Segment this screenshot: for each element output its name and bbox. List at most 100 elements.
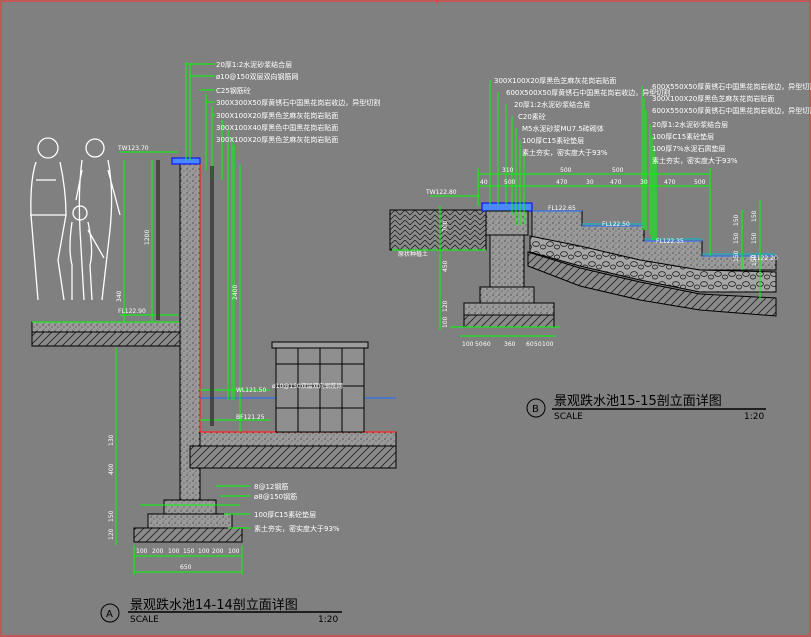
people-silhouette-icon <box>30 137 121 301</box>
pool-subbase <box>189 445 397 469</box>
pavement-layer-left <box>31 321 181 333</box>
label-b-left-1: 300X100X20厚黑色芝麻灰花岗岩贴面 <box>494 76 616 85</box>
dim-a-v-7: 120 <box>108 528 115 540</box>
step-gravel-base <box>529 235 777 293</box>
section-letter-b: B <box>532 404 539 415</box>
dim-b-t2-1: 40 <box>480 179 488 186</box>
wall-b-base <box>463 302 555 316</box>
label-a-bottom-2: ø8@150钢筋 <box>254 492 297 501</box>
scale-label-a: SCALE <box>130 615 159 625</box>
section-title-a: 景观跌水池14-14剖立面详图 <box>130 597 298 613</box>
dim-b-t2-5: 470 <box>610 179 622 186</box>
label-b-left-3: 20厚1:2水泥砂浆结合层 <box>514 100 590 109</box>
dims-b-top-row2: 40 500 470 30 470 30 470 500 <box>480 179 706 186</box>
section-b: 300X100X20厚黑色芝麻灰花岗岩贴面 600X500X50厚黄锈石中国黑花… <box>389 76 811 422</box>
label-a-bottom-3: 100厚C15素砼垫层 <box>254 510 316 519</box>
elev-a-wl: WL121.50 <box>236 387 266 394</box>
section-title-b: 景观跌水池15-15剖立面详图 <box>554 393 722 409</box>
dim-b-t1-2: 500 <box>560 167 572 174</box>
label-a-top-4: 300X300X50厚黄锈石中国黑花岗岩收边，异型切割 <box>216 98 380 107</box>
dim-b-b-5: 60 <box>526 341 534 348</box>
dim-b-t1-1: 310 <box>502 167 514 174</box>
label-a-top-3: C25钢筋砼 <box>216 86 251 95</box>
label-a-top-6: 300X100X40厚黑色中国黑花岗岩贴面 <box>216 123 338 132</box>
leader-lines-b <box>430 80 761 337</box>
label-b-right-2: 300X100X20厚黑色芝麻灰花岗岩贴面 <box>652 94 774 103</box>
slope-soil-hatch <box>527 251 777 317</box>
wall-b-top <box>485 210 529 236</box>
label-group-b-left: 300X100X20厚黑色芝麻灰花岗岩贴面 600X500X50厚黄锈石中国黑花… <box>494 76 670 157</box>
wall-b-footing <box>479 286 535 304</box>
section-circle-b <box>526 398 546 418</box>
elev-b-tw: TW122.80 <box>425 189 457 196</box>
scale-value-b: 1:20 <box>744 412 764 422</box>
section-circle-a <box>100 603 120 623</box>
dim-b-b-1: 100 <box>462 341 474 348</box>
label-a-bottom-4: 素土夯实，密实度大于93% <box>254 524 340 533</box>
dims-b-top-row1: 310 500 500 <box>502 167 624 174</box>
wall-b-cushion <box>463 314 555 328</box>
dim-b-t2-7: 470 <box>664 179 676 186</box>
dim-b-lv-1: 700 <box>442 220 449 232</box>
dim-b-t2-3: 470 <box>556 179 568 186</box>
scale-value-a: 1:20 <box>318 615 338 625</box>
elev-b-fl2: FL122.50 <box>602 221 630 228</box>
stone-coursing-right <box>210 166 214 426</box>
native-soil-left <box>389 209 487 251</box>
dim-b-lv-4: 100 <box>442 316 449 328</box>
dim-a-v-5: 400 <box>108 463 115 475</box>
label-b-left-5: M5水泥砂浆MU7.5砖砌体 <box>522 124 604 133</box>
dim-b-rv-5: 150 <box>751 232 758 244</box>
dim-a-b-3: 100 <box>168 548 180 555</box>
dim-a-v-3: 2400 <box>232 285 239 300</box>
section-a: 20厚1:2水泥砂浆结合层 ø10@150双层双向钢筋网 C25钢筋砼 300X… <box>30 60 397 625</box>
label-group-a-bottom: 8@12钢筋 ø8@150钢筋 100厚C15素砼垫层 素土夯实，密实度大于93… <box>254 482 340 533</box>
dim-b-rv-6: 150 <box>751 254 758 266</box>
dims-b-bottom: 100 50 60 360 60 50 100 <box>462 341 554 348</box>
dim-a-b-6: 200 <box>212 548 224 555</box>
elev-b-fl3: FL122.35 <box>656 238 684 245</box>
dim-a-v-4: 130 <box>108 434 115 446</box>
label-b-left-4: C20素砼 <box>518 112 546 121</box>
label-a-mesh: ø10@150双层双向钢筋网 <box>272 382 343 390</box>
label-b-left-6: 100厚C15素砼垫层 <box>522 136 584 145</box>
dim-b-t1-3: 500 <box>612 167 624 174</box>
title-block-a: A 景观跌水池14-14剖立面详图 SCALE 1:20 <box>100 597 342 625</box>
label-b-right-3: 600X550X50厚黄锈石中国黑花岗岩收边，异型切割 <box>652 106 811 115</box>
label-a-top-1: 20厚1:2水泥砂浆结合层 <box>216 60 292 69</box>
footing-cushion <box>133 527 243 543</box>
stone-coursing-left <box>156 160 160 320</box>
dim-a-b-7: 100 <box>228 548 240 555</box>
footing-lower <box>147 513 233 529</box>
label-a-top-2: ø10@150双层双向钢筋网 <box>216 72 299 81</box>
dim-b-t2-2: 500 <box>504 179 516 186</box>
label-group-b-right: 600X550X50厚黄锈石中国黑花岗岩收边，异型切割 300X100X20厚黑… <box>652 82 811 165</box>
dim-a-v-6: 150 <box>108 510 115 522</box>
label-group-a-top: 20厚1:2水泥砂浆结合层 ø10@150双层双向钢筋网 C25钢筋砼 300X… <box>216 60 380 144</box>
dim-b-b-2: 50 <box>475 341 483 348</box>
dim-b-b-4: 360 <box>504 341 516 348</box>
label-b-right-4: 20厚1:2水泥砂浆结合层 <box>652 120 728 129</box>
dim-b-rv-2: 150 <box>733 232 740 244</box>
planter-box <box>271 341 369 433</box>
label-b-left-2: 600X500X50厚黄锈石中国黑花岗岩收边，异型切割 <box>506 88 670 97</box>
dim-b-rv-1: 150 <box>733 214 740 226</box>
dim-b-rv-4: 150 <box>751 210 758 222</box>
section-letter-a: A <box>106 609 113 620</box>
dim-b-b-6: 50 <box>534 341 542 348</box>
dim-b-lv-2: 450 <box>442 260 449 272</box>
dim-b-t2-4: 30 <box>586 179 594 186</box>
elev-a-fl: FL122.90 <box>118 308 146 315</box>
dim-a-v-1: 1200 <box>144 230 151 245</box>
label-b-right-1: 600X550X50厚黄锈石中国黑花岗岩收边，异型切割 <box>652 82 811 91</box>
dim-b-t2-8: 500 <box>694 179 706 186</box>
dim-a-total: 650 <box>180 564 192 571</box>
footing-upper <box>163 499 217 515</box>
dim-b-lv-3: 120 <box>442 300 449 312</box>
scale-label-b: SCALE <box>554 412 583 422</box>
title-block-b: B 景观跌水池15-15剖立面详图 SCALE 1:20 <box>526 393 766 422</box>
elev-a-tw: TW123.70 <box>117 145 149 152</box>
dim-b-b-3: 60 <box>483 341 491 348</box>
dim-b-t2-6: 30 <box>640 179 648 186</box>
